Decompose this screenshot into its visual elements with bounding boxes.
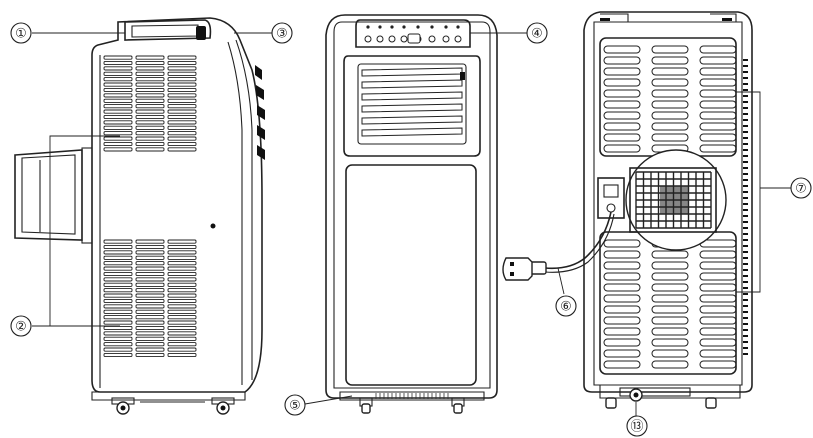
front-view [325, 14, 498, 414]
side-grill-bottom [103, 239, 197, 358]
rear-vent-side [255, 65, 265, 160]
back-view [502, 11, 753, 409]
power-cord [502, 211, 615, 281]
callout-1-label: ① [15, 27, 27, 42]
side-grill-top [103, 55, 197, 152]
drain-outlet [619, 387, 691, 402]
front-caster-right [451, 397, 465, 414]
callout-4: ④ [526, 22, 548, 44]
power-socket [597, 177, 625, 219]
air-louver [343, 55, 481, 157]
callout-2-label: ② [15, 320, 27, 335]
callout-5-label: ⑤ [289, 399, 301, 414]
lower-filter [599, 231, 737, 375]
callout-13-label: ⑬ [630, 420, 643, 435]
callout-13: ⑬ [626, 415, 648, 437]
upper-filter [599, 37, 737, 157]
side-view [14, 17, 265, 415]
callout-4-label: ④ [531, 27, 543, 42]
front-grille [375, 393, 449, 399]
exhaust-outlet [14, 147, 93, 244]
callout-3-label: ③ [276, 27, 288, 42]
control-panel [355, 19, 471, 48]
callout-6: ⑥ [555, 295, 577, 317]
front-caster-left [359, 397, 373, 414]
callout-6-label: ⑥ [560, 300, 572, 315]
rear-fan-grille [625, 149, 727, 251]
leader-lines [32, 32, 792, 416]
callout-1: ① [10, 22, 32, 44]
caster-left [111, 397, 135, 415]
callout-7: ⑦ [790, 177, 812, 199]
callout-7-label: ⑦ [795, 182, 807, 197]
callout-5: ⑤ [284, 394, 306, 416]
caster-right [211, 397, 235, 415]
callout-2: ② [10, 315, 32, 337]
callout-3: ③ [271, 22, 293, 44]
